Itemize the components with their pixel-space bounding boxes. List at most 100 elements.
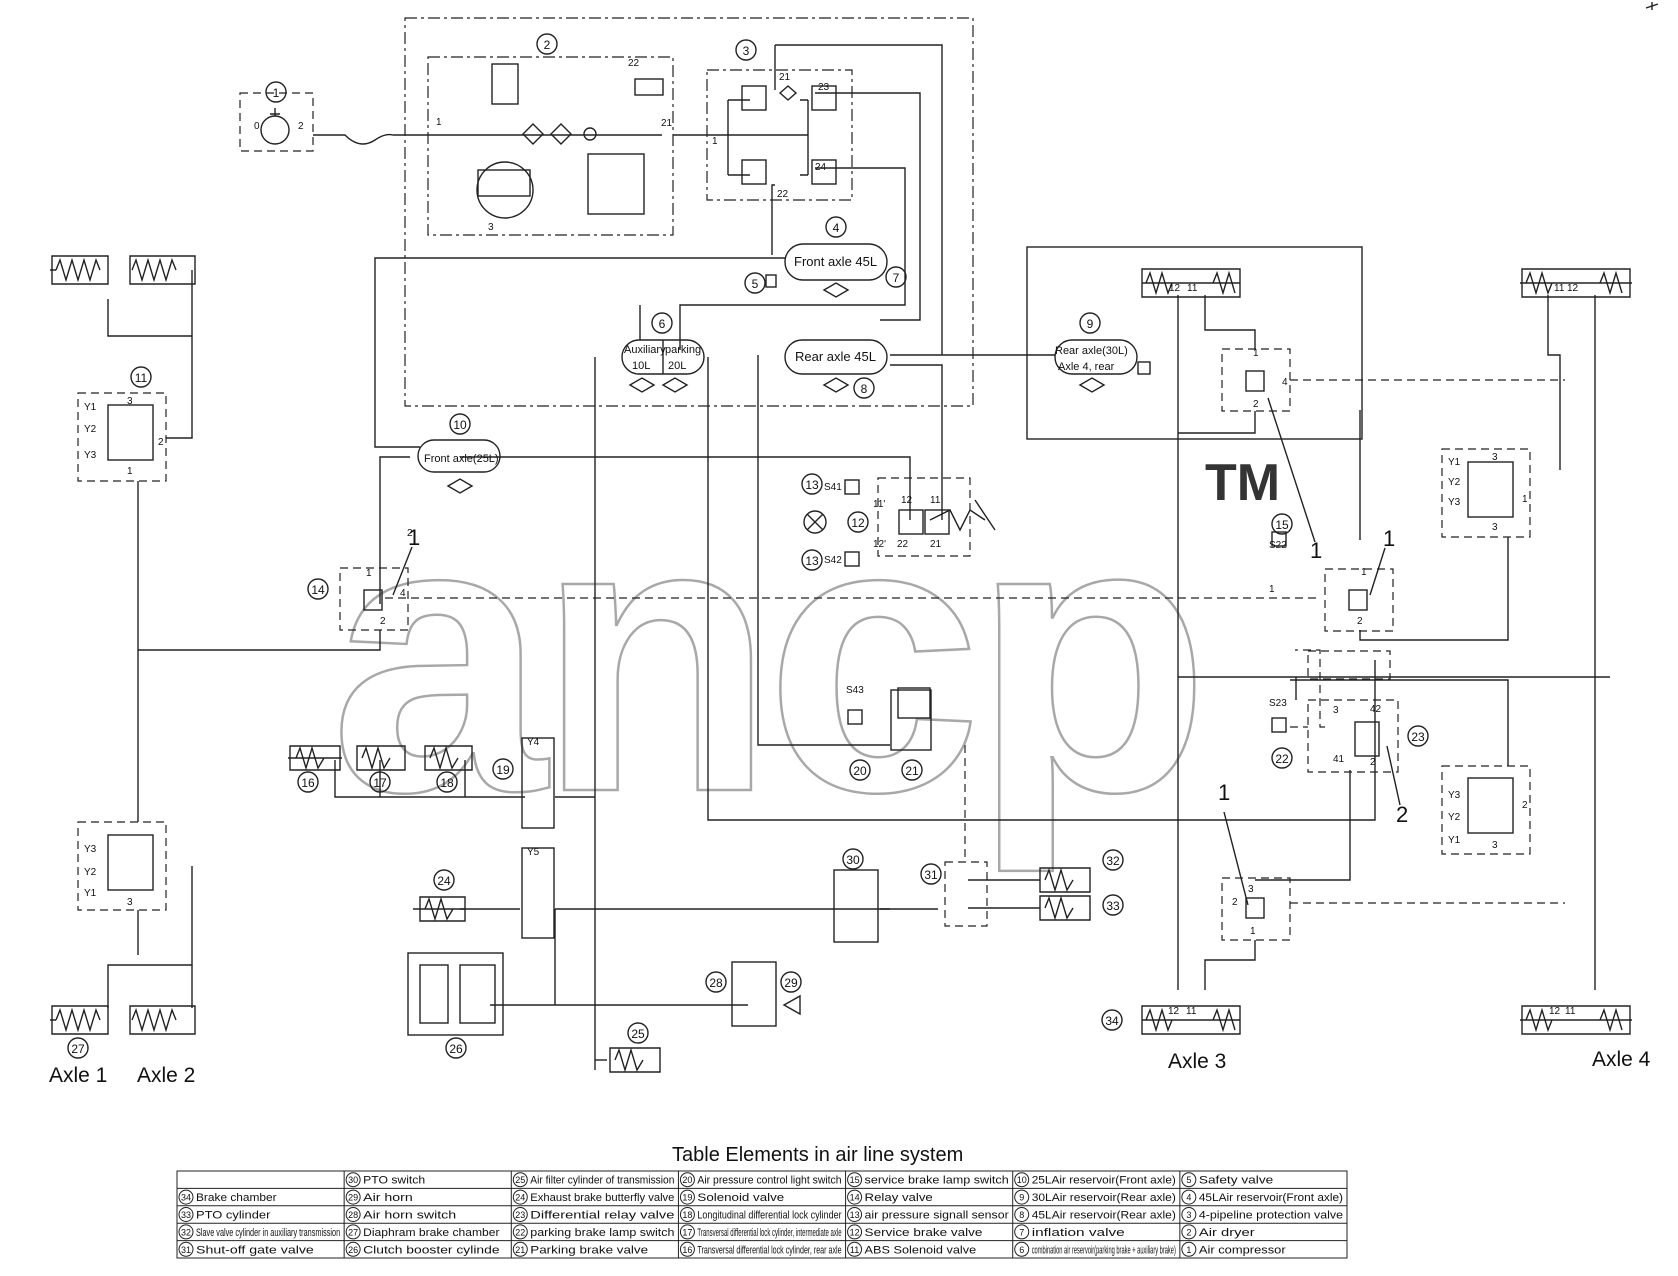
callout-23: 23 xyxy=(1407,725,1429,747)
port-label: 12' xyxy=(873,539,886,550)
compressor xyxy=(260,108,290,145)
table-cell-number-circle xyxy=(847,1172,863,1188)
callout-number: 17 xyxy=(373,776,387,790)
callout-circle xyxy=(492,758,514,780)
port-label: 2 xyxy=(1357,616,1363,627)
table-cell-number-circle xyxy=(679,1241,695,1257)
port-label: 22 xyxy=(628,58,640,69)
table-cell-label: ABS Solenoid valve xyxy=(865,1244,977,1256)
port-label: 2 xyxy=(380,616,386,627)
port-label: 3 xyxy=(1492,840,1498,851)
callout-4: 4 xyxy=(825,216,847,238)
callout-number: 33 xyxy=(1106,899,1120,913)
table-cell-label: Air pressure control light switch xyxy=(697,1175,841,1187)
table-cell-label: parking brake lamp switch xyxy=(530,1227,674,1239)
callout-16: 16 xyxy=(297,771,319,793)
table-cell-number: 23 xyxy=(515,1210,525,1220)
table-cell-number: 21 xyxy=(515,1245,525,1255)
table-cell-number-circle xyxy=(512,1224,528,1240)
table-cell-label: 45LAir reservoir(Rear axle) xyxy=(1032,1210,1176,1222)
callout-circle xyxy=(847,511,869,533)
callout-9: 9 xyxy=(1079,312,1101,334)
callout-number: 21 xyxy=(905,764,919,778)
table-cell: 15 service brake lamp switch xyxy=(847,1172,1009,1188)
port-label: Y3 xyxy=(1448,790,1461,801)
table-cell-number-circle xyxy=(345,1172,361,1188)
table-cell-number: 29 xyxy=(348,1193,358,1203)
table-cell-label: service brake lamp switch xyxy=(865,1175,1009,1187)
table-cell-label: Differential relay valve xyxy=(530,1210,674,1222)
port-label: 11 xyxy=(1554,283,1565,294)
table-cell-label: Safety valve xyxy=(1199,1175,1273,1187)
table-cell-number: 15 xyxy=(850,1175,860,1185)
callout-21: 21 xyxy=(901,759,923,781)
table-cell-number-circle xyxy=(1181,1189,1197,1205)
table-cell-number-circle xyxy=(1014,1172,1030,1188)
table-cell-number-circle xyxy=(1181,1172,1197,1188)
callout-32: 32 xyxy=(1102,849,1124,871)
callout-number: 28 xyxy=(709,976,723,990)
port-label: 11' xyxy=(873,499,885,510)
port-label: Y2 xyxy=(84,424,97,435)
callout-number: 32 xyxy=(1106,854,1120,868)
port-label: 2 xyxy=(1232,897,1238,908)
table-cell-number: 9 xyxy=(1019,1193,1024,1203)
callout-22: 22 xyxy=(1271,747,1293,769)
air-dryer xyxy=(476,63,664,219)
table-cell-label: Air dryer xyxy=(1199,1227,1255,1239)
table-cell-label: Relay valve xyxy=(865,1192,933,1204)
callout-circle xyxy=(436,771,458,793)
port-label: S22 xyxy=(1269,540,1287,551)
port-label: Y1 xyxy=(84,888,97,899)
callout-circle xyxy=(369,771,391,793)
axle-4-label: Axle 4 xyxy=(1592,1048,1651,1071)
callout-number: 20 xyxy=(853,764,867,778)
port-label: 2 xyxy=(1370,757,1376,768)
table-cell-number: 6 xyxy=(1019,1245,1024,1255)
port-label: 22 xyxy=(777,189,789,200)
callout-circle xyxy=(297,771,319,793)
callout-29: 29 xyxy=(780,971,802,993)
callout-number: 22 xyxy=(1275,752,1289,766)
callout-number: 30 xyxy=(846,853,860,867)
port-label: S41 xyxy=(824,482,842,493)
table-cell-number: 30 xyxy=(348,1175,358,1185)
callout-circle xyxy=(1079,312,1101,334)
callout-number: 27 xyxy=(71,1042,85,1056)
table-cell-label: Service brake valve xyxy=(865,1227,983,1239)
reservoir-front-25-label: Front axle(25L) xyxy=(424,453,499,465)
watermark: ancp TM xyxy=(329,436,1280,877)
callout-circle xyxy=(801,549,823,571)
port-label: 1 xyxy=(1253,348,1259,359)
watermark-logo: ancp xyxy=(330,437,1200,875)
table-cell-label: Brake chamber xyxy=(196,1192,277,1204)
table-cell-number-circle xyxy=(1014,1241,1030,1257)
callout-13: 13 xyxy=(801,549,823,571)
table-cell-number-circle xyxy=(178,1189,194,1205)
port-label: Y1 xyxy=(1448,835,1461,846)
reservoir-axle4-label: Axle 4, rear xyxy=(1058,361,1115,373)
callout-circle xyxy=(433,869,455,891)
callout-circle xyxy=(801,473,823,495)
table-cell: 23 Differential relay valve xyxy=(512,1207,674,1222)
spring-chambers xyxy=(50,255,1632,1073)
callout-15: 15 xyxy=(1271,513,1293,535)
port-label: 11 xyxy=(1187,283,1198,294)
port-label: 21 xyxy=(779,72,791,83)
table-cell-label: Parking brake valve xyxy=(530,1244,648,1256)
table-cell-label: inflation valve xyxy=(1032,1227,1125,1239)
callout-number: 19 xyxy=(496,763,510,777)
table-cell-number-circle xyxy=(847,1241,863,1257)
reservoir-rear-30-label: Rear axle(30L) xyxy=(1055,345,1128,357)
port-label: Y3 xyxy=(1448,497,1461,508)
